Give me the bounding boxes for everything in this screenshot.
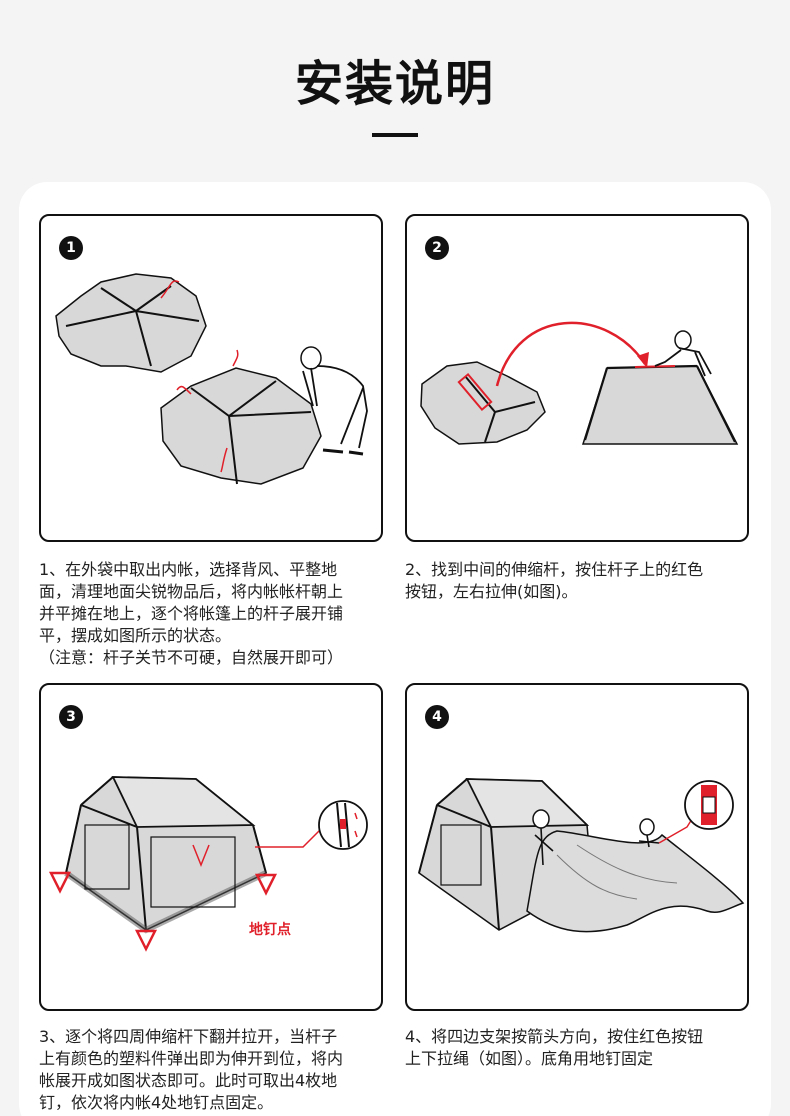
step-4-illustration: 4 (405, 683, 749, 1011)
step-3-caption: 3、逐个将四周伸缩杆下翻并拉开，当杆子 上有颜色的塑料件弹出即为伸开到位，将内 … (39, 1026, 389, 1114)
step-4-caption-line: 上下拉绳（如图）。底角用地钉固定 (405, 1049, 654, 1068)
step-3-caption-line: 3、逐个将四周伸缩杆下翻并拉开，当杆子 (39, 1027, 338, 1046)
step-2-caption-line: 按钮，左右拉伸(如图)。 (405, 582, 578, 601)
folded-tent-illustration (55, 273, 368, 485)
step-3-number-badge: 3 (59, 705, 83, 729)
step-4-caption: 4、将四边支架按箭头方向，按住红色按钮 上下拉绳（如图）。底角用地钉固定 (405, 1026, 755, 1070)
step-1-caption: 1、在外袋中取出内帐，选择背风、平整地 面，清理地面尖锐物品后，将内帐帐杆朝上 … (39, 559, 389, 669)
step-2-caption: 2、找到中间的伸缩杆，按住杆子上的红色 按钮，左右拉伸(如图)。 (405, 559, 755, 603)
step-2-caption-line: 2、找到中间的伸缩杆，按住杆子上的红色 (405, 560, 704, 579)
telescoping-pole-illustration (420, 321, 739, 445)
step-1-illustration: 1 (39, 214, 383, 542)
step-2-illustration: 2 (405, 214, 749, 542)
step-1-caption-line: 平，摆成如图所示的状态。 (39, 626, 232, 645)
step-3-caption-line: 上有颜色的塑料件弹出即为伸开到位，将内 (39, 1049, 344, 1068)
step-1-caption-line: 1、在外袋中取出内帐，选择背风、平整地 (39, 560, 338, 579)
step-1-number-badge: 1 (59, 236, 83, 260)
step-4-caption-line: 4、将四边支架按箭头方向，按住红色按钮 (405, 1027, 704, 1046)
step-2-number-badge: 2 (425, 236, 449, 260)
step-3-caption-line: 钉，依次将内帐4处地钉点固定。 (39, 1093, 274, 1112)
step-4-number-badge: 4 (425, 705, 449, 729)
title-underline (372, 133, 418, 137)
step-3-illustration: 3 地钉点 (39, 683, 383, 1011)
step-3-caption-line: 帐展开成如图状态即可。此时可取出4枚地 (39, 1071, 338, 1090)
stake-point-label: 地钉点 (249, 922, 291, 938)
step-1-caption-line: （注意：杆子关节不可硬，自然展开即可） (39, 648, 344, 667)
step-1-caption-line: 并平摊在地上，逐个将帐篷上的杆子展开铺 (39, 604, 344, 623)
page-title: 安装说明 (294, 56, 495, 112)
rainfly-cover-illustration (418, 778, 745, 933)
erected-tent-illustration (48, 776, 368, 952)
step-1-caption-line: 面，清理地面尖锐物品后，将内帐帐杆朝上 (39, 582, 344, 601)
